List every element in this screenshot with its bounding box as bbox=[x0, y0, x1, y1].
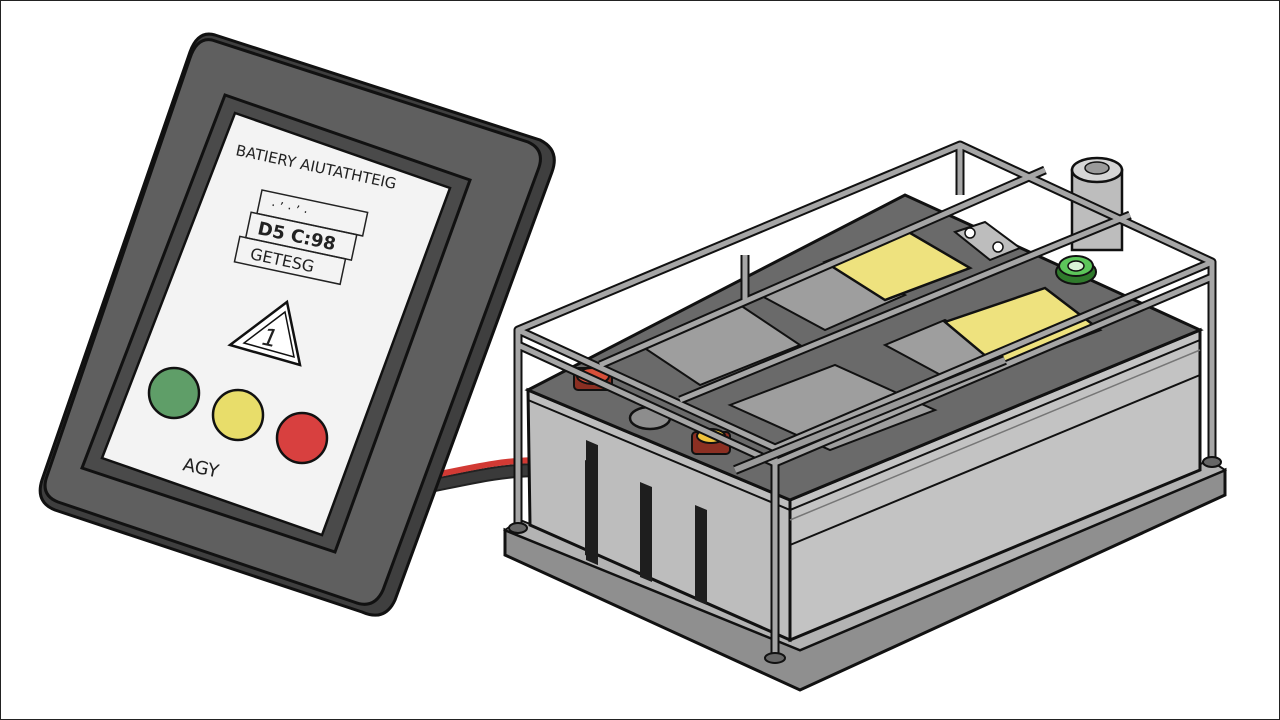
warning-symbol: 1 bbox=[260, 323, 281, 354]
terminal-negative-green bbox=[1055, 255, 1097, 285]
indicator-light-green bbox=[147, 366, 201, 420]
indicator-light-yellow bbox=[211, 388, 265, 442]
battery-clip bbox=[952, 220, 1023, 262]
battery-label-2 bbox=[942, 286, 1103, 370]
battery-unit bbox=[502, 156, 1228, 692]
battery-cage-frame bbox=[508, 140, 1222, 664]
monitor-readout-box: · ’ · ’ · D5 C:98 GETESG bbox=[233, 189, 369, 286]
battery-monitor-device: BATIERY AIUTATHTEIG · ’ · ’ · D5 C:98 GE… bbox=[38, 32, 556, 617]
warning-triangle-icon: 1 bbox=[227, 299, 302, 367]
indicator-light-red bbox=[275, 411, 329, 465]
